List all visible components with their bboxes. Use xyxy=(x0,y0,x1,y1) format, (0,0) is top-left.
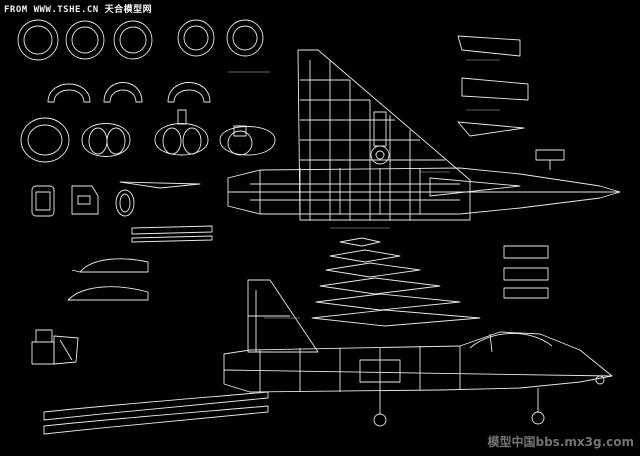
top-view-fuselage xyxy=(227,149,621,215)
former-intakes-row3 xyxy=(20,109,276,163)
nose-gear-detail xyxy=(31,329,79,365)
source-tag: FROM WWW.TSHE.CN 天合模型网 xyxy=(4,5,153,15)
canopy-side-views xyxy=(67,258,149,301)
watermark-text: 模型中国bbs.mx3g.com xyxy=(487,435,635,449)
former-rings-row1 xyxy=(17,19,264,61)
small-parts xyxy=(31,181,213,243)
right-small-parts xyxy=(457,35,549,299)
former-arches-row2 xyxy=(47,82,211,103)
long-rails xyxy=(43,391,269,435)
side-view-fuselage xyxy=(223,331,613,427)
wing-ribs xyxy=(311,237,481,327)
side-view-fin xyxy=(247,279,319,353)
